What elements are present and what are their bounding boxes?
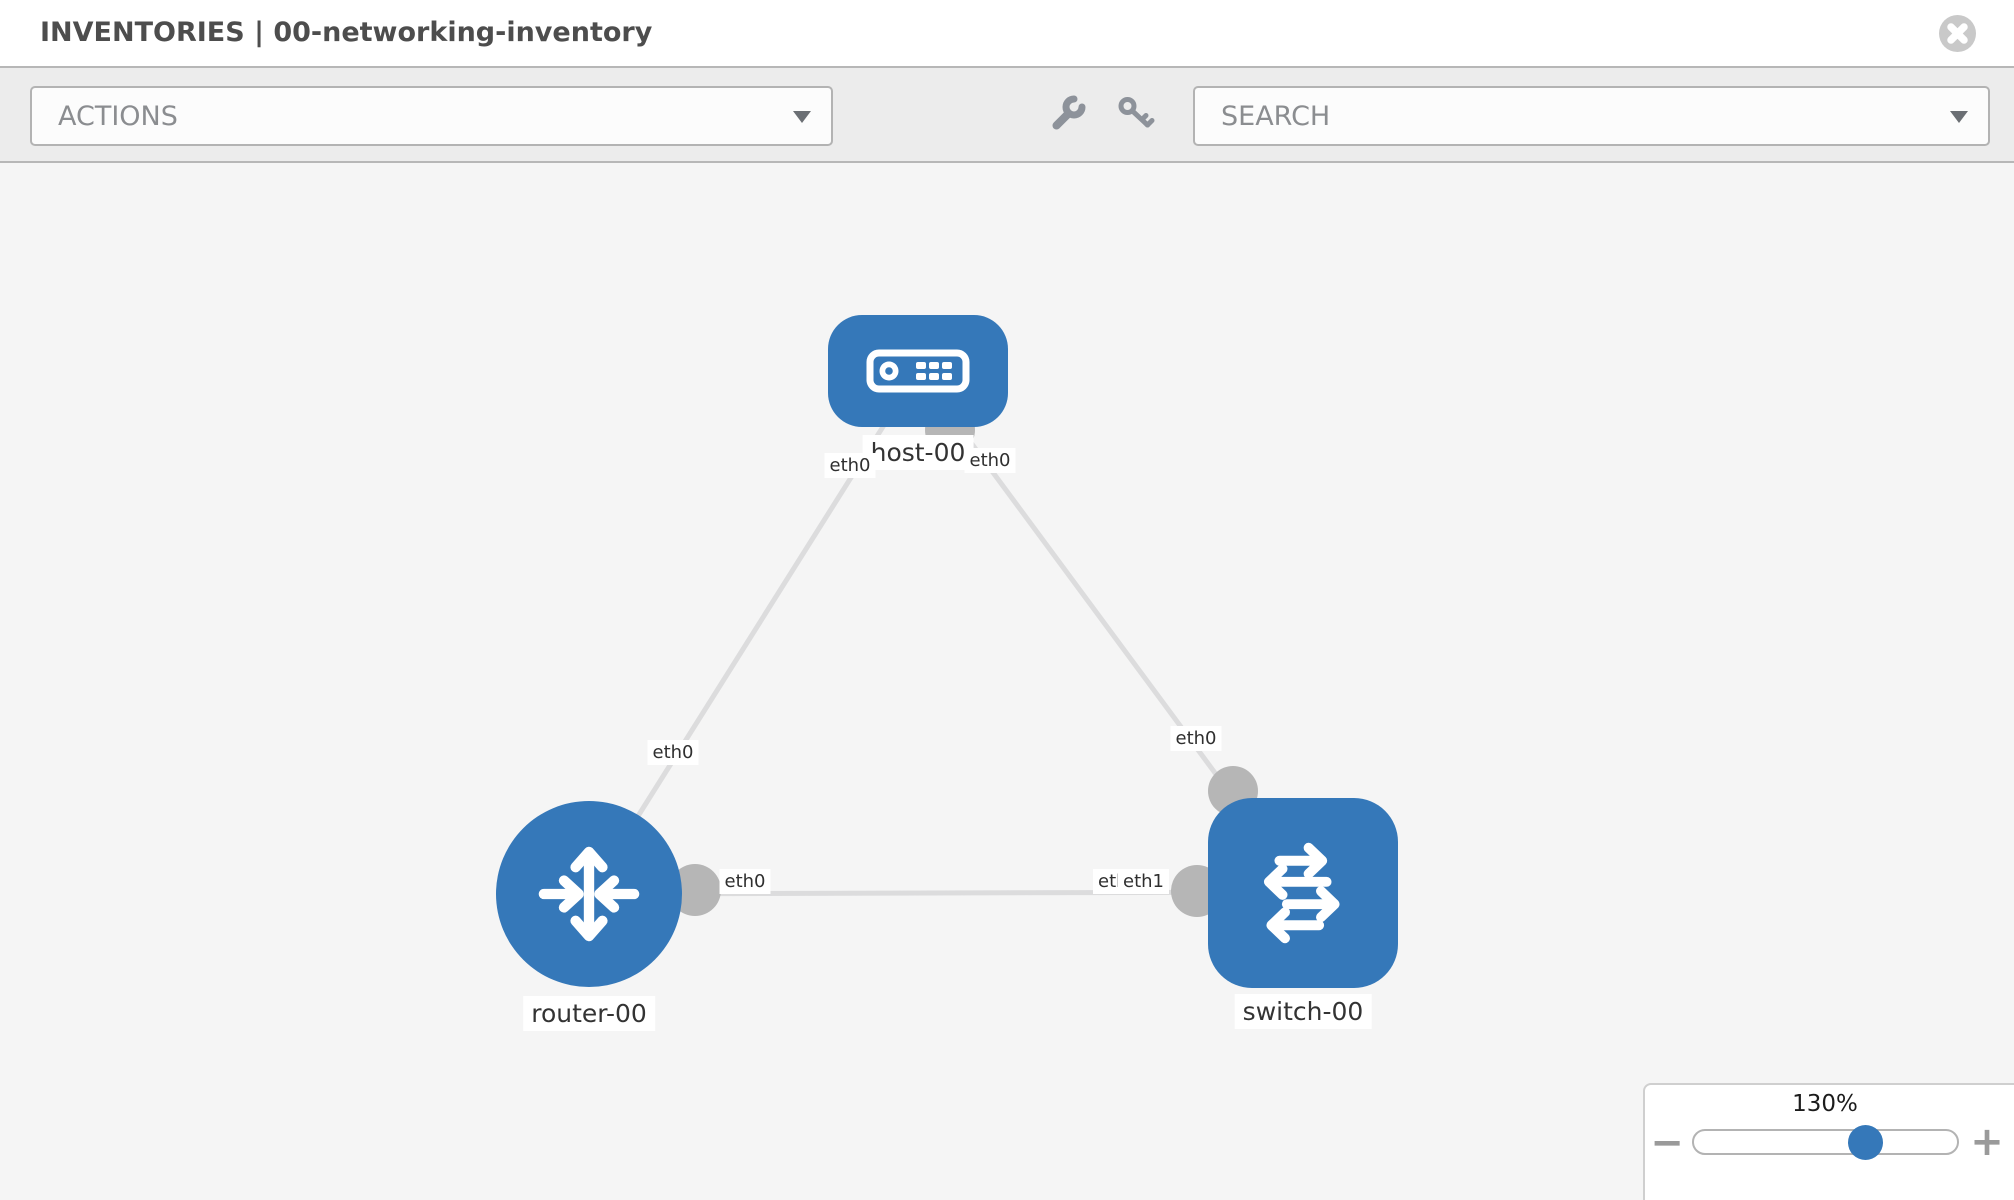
credentials-button[interactable]	[1114, 92, 1158, 136]
switch-icon	[1263, 842, 1340, 944]
node-switch-00[interactable]	[1208, 798, 1398, 988]
node-label-router-00: router-00	[523, 996, 655, 1031]
node-label-switch-00: switch-00	[1234, 994, 1372, 1029]
interface-label: eth0	[964, 448, 1016, 473]
link-lines	[586, 369, 1306, 897]
header: INVENTORIES | 00-networking-inventory	[0, 0, 2014, 68]
page-title: INVENTORIES | 00-networking-inventory	[40, 17, 653, 48]
interface-label: eth0	[1170, 726, 1222, 751]
toolbar: ACTIONS SEARCH	[0, 68, 2014, 163]
chevron-down-icon	[793, 111, 811, 123]
close-icon	[1947, 23, 1968, 44]
node-label-host-00: host-00	[862, 435, 974, 470]
zoom-in-button[interactable]: +	[1970, 1119, 2004, 1165]
wrench-icon	[1052, 95, 1086, 130]
actions-dropdown-label: ACTIONS	[58, 100, 178, 132]
zoom-out-button[interactable]: −	[1650, 1120, 1684, 1166]
interface-label: eth0	[647, 740, 699, 765]
node-router-00[interactable]	[496, 801, 682, 987]
topology-canvas[interactable]: host-00 router-00 switch-00 eth0 eth0 et…	[0, 163, 2014, 1200]
interface-label: eth1	[1118, 869, 1169, 894]
search-dropdown-label: SEARCH	[1221, 100, 1331, 132]
zoom-control-panel: 130% − +	[1643, 1083, 2014, 1200]
zoom-slider-track[interactable]	[1692, 1129, 1959, 1155]
search-dropdown[interactable]: SEARCH	[1193, 86, 1990, 146]
close-button[interactable]	[1939, 15, 1976, 52]
tools-button[interactable]	[1045, 92, 1089, 136]
actions-dropdown[interactable]: ACTIONS	[30, 86, 833, 146]
key-icon	[1118, 97, 1155, 128]
zoom-slider-thumb[interactable]	[1848, 1125, 1883, 1160]
node-host-00[interactable]	[828, 315, 1008, 427]
router-icon	[538, 846, 640, 942]
chevron-down-icon	[1950, 111, 1968, 123]
zoom-percent-label: 130%	[1792, 1091, 1858, 1117]
interface-label: eth0	[719, 869, 771, 894]
server-icon	[866, 349, 970, 393]
interface-label: eth0	[824, 453, 876, 478]
